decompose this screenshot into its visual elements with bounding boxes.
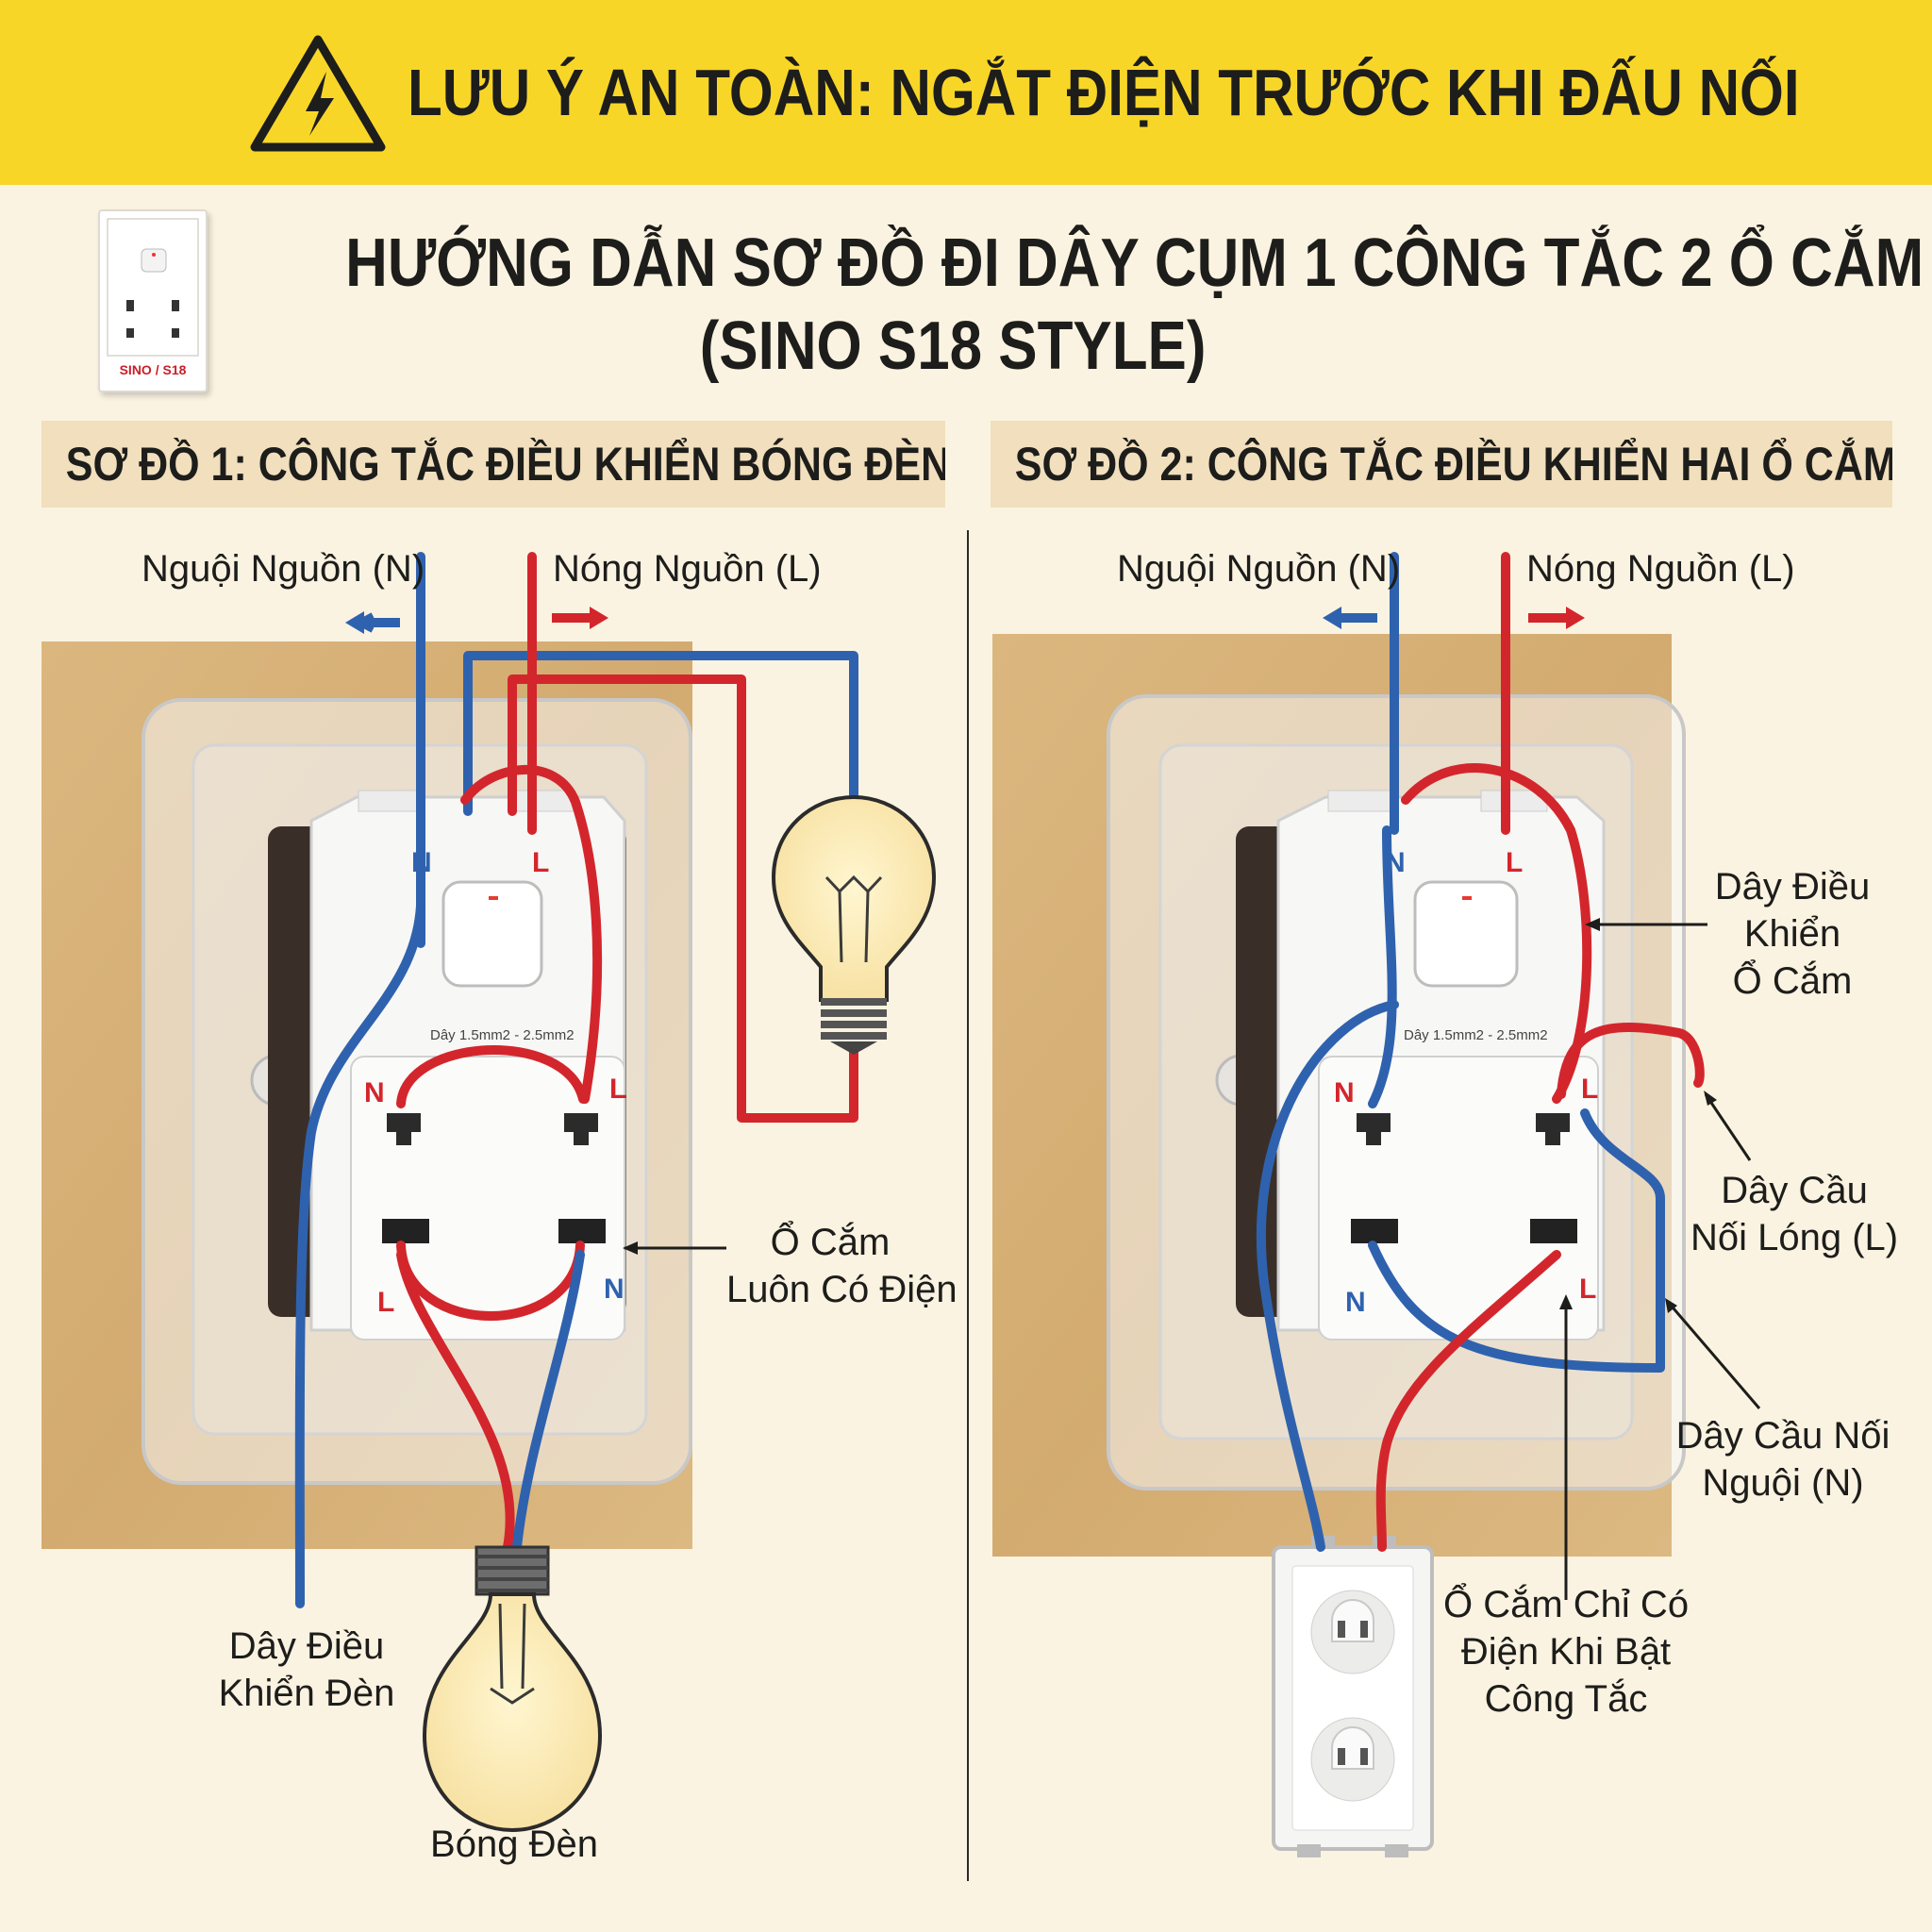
d2-socket-control-label: Dây Điều Khiển Ổ Cắm — [1714, 866, 1871, 1002]
socket-hole-l2 — [382, 1219, 429, 1243]
socket-live-bridge-top-1 — [396, 1045, 588, 1108]
d1-bulb-label: Bóng Đèn — [430, 1824, 598, 1865]
diagram1-heading: SƠ ĐỒ 1: CÔNG TẮC ĐIỀU KHIỂN BÓNG ĐÈN — [42, 421, 945, 508]
d2-neutral-bridge-label: Dây Cầu Nối Nguội (N) — [1675, 1415, 1890, 1504]
product-thumbnail: SINO / S18 — [98, 209, 208, 392]
plate-spec-text-1: Dây 1.5mm2 - 2.5mm2 — [430, 1027, 575, 1043]
switched-socket-live-wire-2 — [1375, 1250, 1561, 1552]
thumbnail-brand-label: SINO / S18 — [119, 362, 187, 377]
direction-arrows-2 — [1323, 607, 1585, 629]
pointer-arrowheads-2 — [1559, 918, 1717, 1313]
diagram-divider — [967, 530, 969, 1881]
live-bridge-wire-2 — [1557, 1023, 1705, 1099]
terminal-n-top-1: N — [411, 847, 432, 878]
terminal-l-mid-1: L — [609, 1074, 626, 1105]
neutral-bridge-wire-2 — [1368, 1108, 1665, 1373]
diagram2: N L N L N L Dây 1.5mm2 - 2.5mm2 — [992, 552, 1761, 1857]
rocker-switch-2 — [1413, 880, 1519, 988]
safety-banner: LƯU Ý AN TOÀN: NGẮT ĐIỆN TRƯỚC KHI ĐẤU N… — [0, 0, 1932, 185]
neutral-to-socket-wire-2 — [1368, 825, 1397, 1108]
ceiling-bulb-1 — [771, 794, 937, 1055]
d1-neutral-source-label: Nguội Nguồn (N) — [142, 548, 425, 590]
terminal-l-mid-2: L — [1581, 1074, 1598, 1105]
terminal-l-bot-1: L — [377, 1287, 394, 1318]
socket-control-wire-2 — [1401, 763, 1592, 1104]
d1-live-source-label: Nóng Nguồn (L) — [553, 548, 822, 590]
terminal-l-top-2: L — [1506, 847, 1523, 878]
switch-to-socket-live-wire-1 — [460, 765, 603, 1104]
lamp-neutral-loop-wire-1 — [463, 651, 858, 816]
socket-hole-l1 — [564, 1113, 598, 1145]
switch-socket-module-1 — [309, 790, 626, 1341]
socket-hole-n2 — [558, 1219, 606, 1243]
terminal-l-bot-2: L — [1579, 1274, 1596, 1305]
bulb-neutral-wire-1 — [512, 1250, 585, 1552]
d2-live-bridge-label: Dây Cầu Nối Lóng (L) — [1690, 1170, 1899, 1258]
diagram2-heading: SƠ ĐỒ 2: CÔNG TẮC ĐIỀU KHIỂN HAI Ổ CẮM — [991, 421, 1892, 508]
high-voltage-warning-icon — [250, 35, 386, 152]
page-subtitle: (SINO S18 STYLE) — [699, 308, 1207, 384]
terminal-n-top-2: N — [1385, 847, 1406, 878]
terminal-n-bot-1: N — [604, 1274, 625, 1305]
direction-arrows-1 — [345, 607, 608, 634]
bulb-live-wire-1 — [396, 1250, 515, 1552]
lamp-live-wire-1 — [508, 675, 858, 1123]
terminal-n-mid-2: N — [1334, 1077, 1355, 1108]
safety-warning-text: LƯU Ý AN TOÀN: NGẮT ĐIỆN TRƯỚC KHI ĐẤU N… — [408, 56, 1800, 129]
d2-live-source-label: Nóng Nguồn (L) — [1526, 548, 1795, 590]
socket-hole-n1 — [387, 1113, 421, 1145]
terminal-n-bot-2: N — [1345, 1287, 1366, 1318]
rocker-switch-1 — [441, 880, 543, 988]
pointer-arrows-2 — [1564, 923, 1761, 1600]
lamp-control-wire-1 — [294, 901, 425, 1608]
terminal-l-top-1: L — [532, 847, 549, 878]
terminal-labels-1: N L N L L N — [364, 847, 626, 1318]
terminal-n-mid-1: N — [364, 1077, 385, 1108]
switch-socket-thumbnail-icon — [107, 218, 199, 357]
pointer-arrow-1 — [623, 1241, 726, 1255]
terminal-labels-2: N L N L N L — [1334, 847, 1598, 1318]
d1-lamp-control-label: Dây Điều Khiển Đèn — [218, 1625, 395, 1714]
diagram1: N L N L L N Dây 1.5mm2 - 2.5mm2 — [42, 552, 937, 1833]
plate-spec-text-2: Dây 1.5mm2 - 2.5mm2 — [1404, 1027, 1548, 1043]
d1-always-on-socket-label: Ổ Cắm Luôn Có Điện — [726, 1222, 958, 1310]
page-title: HƯỚNG DẪN SƠ ĐỒ ĐI DÂY CỤM 1 CÔNG TẮC 2 … — [345, 225, 1924, 301]
bottom-bulb-1 — [422, 1545, 603, 1833]
d2-neutral-source-label: Nguội Nguồn (N) — [1117, 548, 1401, 590]
d2-switched-socket-label: Ổ Cắm Chỉ Có Điện Khi Bật Công Tắc — [1443, 1584, 1690, 1720]
switched-socket-neutral-wire-2 — [1256, 1000, 1399, 1552]
switched-socket-2 — [1272, 1536, 1434, 1857]
